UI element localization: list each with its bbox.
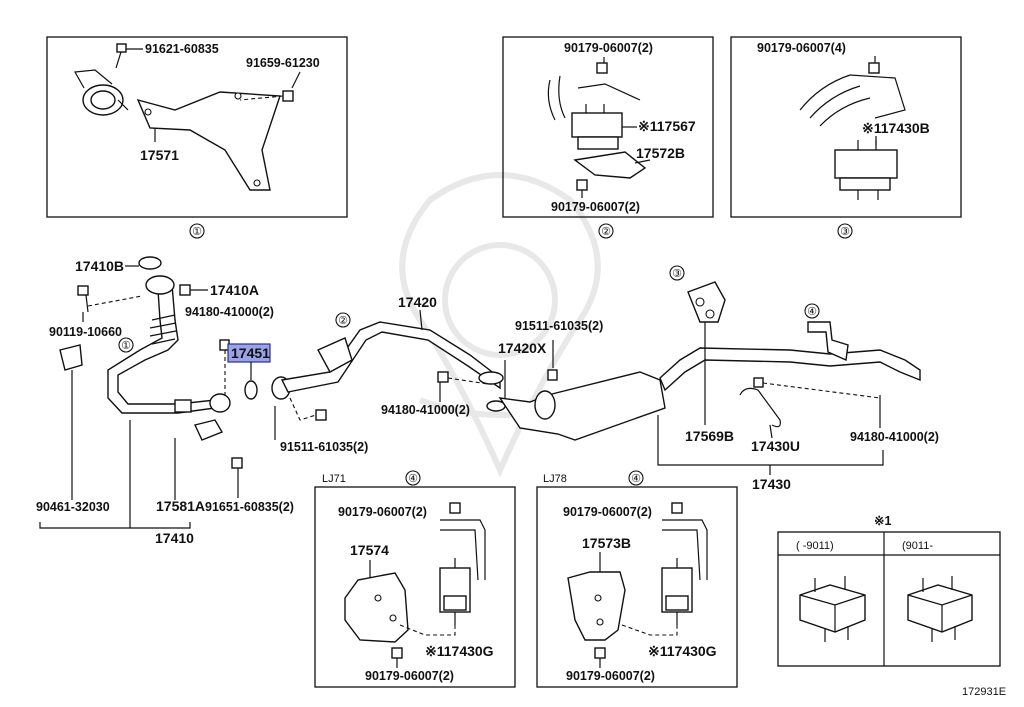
label-17571: 17571 [140, 147, 179, 163]
label-17410A: 17410A [210, 282, 259, 298]
label-17430: 17430 [752, 476, 791, 492]
label-17430G-b: ※117430G [648, 643, 717, 659]
label-90179-06007-f: 90179-06007(2) [566, 669, 655, 683]
nut-part [282, 90, 294, 102]
highlight-17451[interactable] [227, 343, 271, 363]
bolt-part [115, 43, 127, 69]
svg-text:③: ③ [672, 268, 682, 280]
ref-circle-4a: ④ [405, 470, 421, 486]
label-90179-06007-4: 90179-06007(4) [757, 41, 846, 55]
model-label-lj78: LJ78 [543, 473, 567, 485]
gasket-17410B [138, 256, 162, 270]
svg-text:②: ② [601, 226, 611, 238]
note-1-col-2: (9011- [902, 540, 933, 552]
label-94180-41000-b: 94180-41000(2) [381, 403, 470, 417]
label-17430G-a: ※117430G [425, 643, 494, 659]
label-17420: 17420 [398, 294, 437, 310]
svg-text:④: ④ [631, 473, 641, 485]
label-17410B: 17410B [75, 258, 124, 274]
label-91621-60835: 91621-60835 [145, 42, 219, 56]
detail-box-2: 90179-06007(2) ※117567 17572B 90179-0600… [502, 36, 714, 218]
clamp-part [74, 69, 129, 116]
label-90461-32030: 90461-32030 [36, 500, 110, 514]
ref-circle-1: ① [189, 223, 205, 239]
mount-17430B [834, 140, 898, 200]
label-17581A: 17581A [156, 498, 205, 514]
detail-box-4-lj71: LJ71 ④ 90179-06007(2) 17574 ※117430G 901… [314, 470, 516, 688]
label-91651-60835: 91651-60835(2) [205, 500, 294, 514]
front-pipe-assembly [107, 275, 231, 414]
label-17572B: 17572B [636, 145, 685, 161]
ref-circle-m2: ② [335, 312, 351, 328]
label-17573B: 17573B [582, 535, 631, 551]
bracket-17573B [567, 571, 626, 641]
label-90179-06007-2a: 90179-06007(2) [564, 41, 653, 55]
label-17420X: 17420X [498, 340, 547, 356]
center-pipe-17420 [280, 321, 501, 393]
bracket-17574 [344, 572, 409, 643]
label-17430U: 17430U [751, 438, 800, 454]
label-17430B: ※117430B [862, 120, 930, 136]
gasket-17451 [244, 380, 258, 400]
label-17574: 17574 [350, 542, 389, 558]
model-label-lj71: LJ71 [322, 473, 346, 485]
bolt-90119 [77, 285, 89, 296]
hanger-90461 [59, 344, 83, 371]
svg-text:①: ① [121, 340, 131, 352]
svg-text:④: ④ [408, 473, 418, 485]
label-91511-61035-a: 91511-61035(2) [280, 440, 368, 454]
mount-17430G-a [439, 558, 471, 625]
ref-circle-2: ② [598, 223, 614, 239]
label-90179-06007-e: 90179-06007(2) [563, 505, 652, 519]
svg-text:①: ① [192, 226, 202, 238]
detail-box-1: 91621-60835 91659-61230 17571 [46, 36, 348, 218]
label-94180-41000-c: 94180-41000(2) [850, 430, 939, 444]
ref-circle-m1: ① [118, 337, 134, 353]
label-91511-61035-b: 91511-61035(2) [515, 319, 603, 333]
mount-17430G-b [661, 558, 693, 625]
label-17567: ※117567 [638, 118, 696, 134]
nut-17410A [179, 284, 191, 296]
label-17451[interactable]: 17451 [231, 345, 270, 361]
ref-circle-m3: ③ [669, 265, 685, 281]
clamp-17581A [174, 419, 224, 500]
label-91659-61230: 91659-61230 [246, 56, 320, 70]
label-17569B: 17569B [685, 428, 734, 444]
note-1-col-1: ( -9011) [796, 540, 834, 552]
detail-box-5-lj78: LJ78 ④ 90179-06007(2) 17573B ※117430G 90… [536, 470, 738, 688]
label-94180-41000-a: 94180-41000(2) [185, 305, 274, 319]
ref-circle-m4: ④ [804, 303, 820, 319]
note-1-marker: ※1 [874, 514, 891, 528]
mount-17567 [571, 104, 623, 150]
figure-code: 172931E [962, 686, 1006, 698]
svg-text:④: ④ [807, 306, 817, 318]
mount-variant-late [907, 576, 973, 642]
muffler-assembly [498, 281, 921, 441]
ref-circle-3: ③ [837, 223, 853, 239]
label-90179-06007-c: 90179-06007(2) [338, 505, 427, 519]
detail-box-3: 90179-06007(4) ※117430B [730, 36, 962, 218]
label-17410: 17410 [155, 530, 194, 546]
detail-box-note-1: ※1 ( -9011) (9011- [777, 514, 1001, 667]
label-90179-06007-d: 90179-06007(2) [365, 669, 454, 683]
svg-text:②: ② [338, 315, 348, 327]
label-90119-10660: 90119-10660 [49, 325, 122, 339]
label-90179-06007-2b: 90179-06007(2) [551, 200, 640, 214]
bracket-17571 [136, 91, 281, 191]
mount-variant-early [799, 576, 866, 642]
ref-circle-4b: ④ [628, 470, 644, 486]
svg-text:③: ③ [840, 226, 850, 238]
